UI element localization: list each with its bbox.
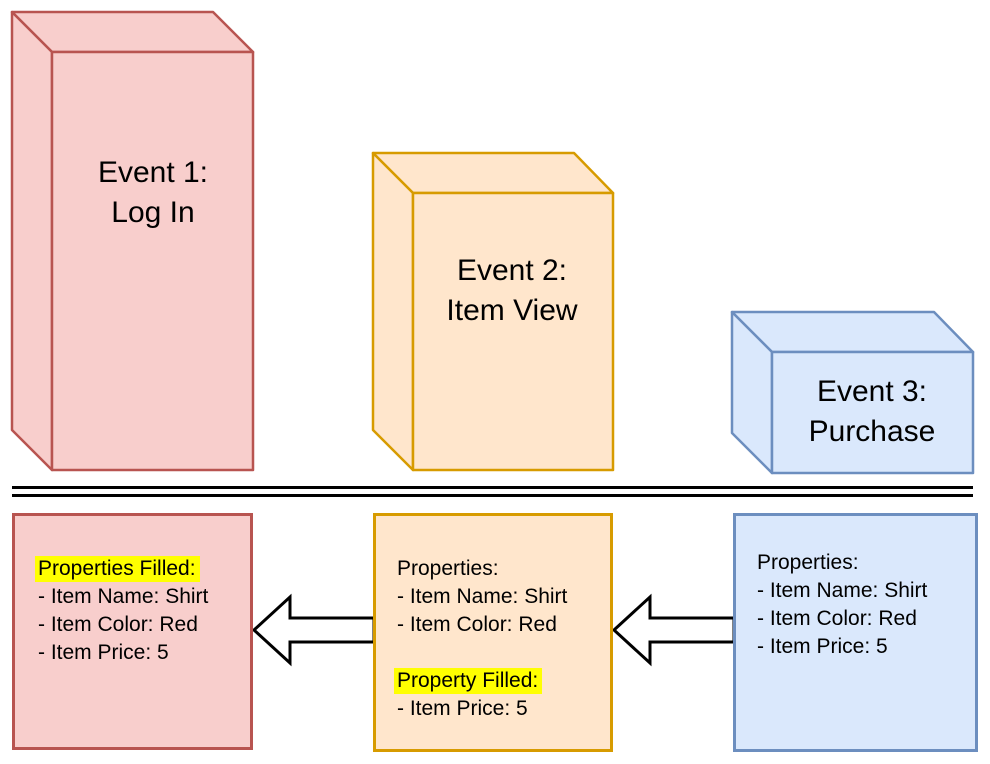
event-1-label-line1: Event 1: bbox=[97, 156, 209, 189]
blank-line bbox=[397, 639, 610, 667]
event-1-cube-front-face bbox=[50, 50, 255, 472]
event-1-label-line2: Log In bbox=[111, 196, 195, 229]
event-3-cube-top-face bbox=[730, 310, 975, 354]
property-item: - Item Price: 5 bbox=[38, 641, 169, 664]
event-3-label-line1: Event 3: bbox=[816, 375, 928, 408]
property-item: - Item Name: Shirt bbox=[757, 579, 928, 602]
event-2-label: Event 2: Item View bbox=[392, 251, 632, 331]
event-2-cube-top-face bbox=[371, 151, 615, 195]
properties-title: Properties: bbox=[397, 557, 499, 580]
event-1-cube-top-face bbox=[10, 10, 255, 54]
property-item: - Item Price: 5 bbox=[757, 635, 888, 658]
property-item: - Item Name: Shirt bbox=[397, 585, 568, 608]
property-item: - Item Color: Red bbox=[38, 613, 198, 636]
property-item: - Item Color: Red bbox=[397, 613, 557, 636]
event-1-properties-box: Properties Filled: - Item Name: Shirt - … bbox=[12, 513, 253, 750]
properties-title: Properties Filled: bbox=[35, 555, 250, 583]
properties-title: Properties: bbox=[757, 551, 859, 574]
event-2-label-line1: Event 2: bbox=[456, 254, 568, 287]
event-3-properties-box: Properties: - Item Name: Shirt - Item Co… bbox=[733, 513, 978, 752]
event-3-cube bbox=[730, 310, 975, 475]
arrow-event2-to-event1 bbox=[251, 593, 376, 667]
event-2-label-line2: Item View bbox=[446, 294, 578, 327]
event-1-cube bbox=[10, 10, 255, 472]
event-3-cube-front-face bbox=[770, 350, 975, 475]
event-3-label-line2: Purchase bbox=[808, 415, 936, 448]
event-1-label: Event 1: Log In bbox=[33, 153, 273, 233]
highlighted-text: Properties Filled: bbox=[35, 556, 200, 582]
separator-double-line bbox=[12, 486, 973, 497]
event-3-label: Event 3: Purchase bbox=[752, 372, 990, 452]
event-2-properties-box: Properties: - Item Name: Shirt - Item Co… bbox=[373, 513, 613, 752]
event-2-cube bbox=[371, 151, 615, 472]
arrow-event3-to-event2 bbox=[611, 593, 736, 667]
property-filled-title: Property Filled: bbox=[394, 667, 610, 695]
event-2-cube-front-face bbox=[411, 191, 615, 472]
property-item: - Item Color: Red bbox=[757, 607, 917, 630]
property-item: - Item Name: Shirt bbox=[38, 585, 209, 608]
event-1-cube-left-face bbox=[10, 10, 54, 472]
highlighted-text: Property Filled: bbox=[394, 668, 543, 694]
property-item: - Item Price: 5 bbox=[397, 697, 528, 720]
